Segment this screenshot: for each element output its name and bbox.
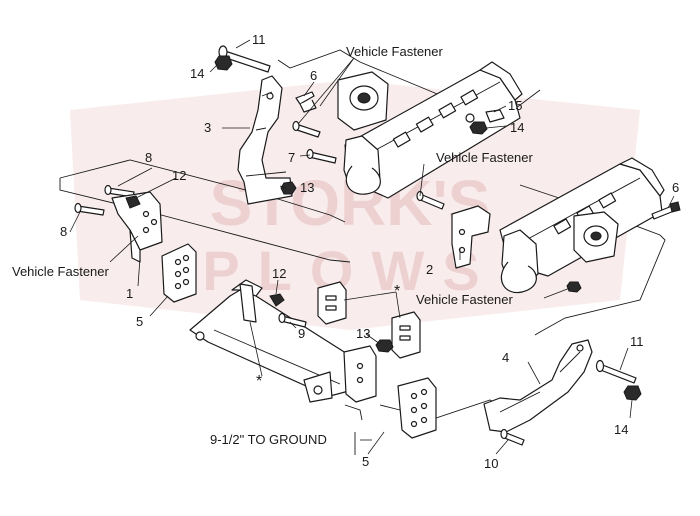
plate-5-left [161,243,197,303]
label-part-11-right: 11 [630,334,644,349]
bolt-8-lower [74,202,105,216]
label-part-14-right: 14 [614,422,628,437]
label-part-6-right: 6 [672,180,679,195]
leader-lines [69,39,675,455]
bolt-upper [292,120,321,138]
label-part-14-top: 14 [190,66,204,81]
label-vehicle-fastener-bottom: Vehicle Fastener [416,292,514,307]
asterisk-lower: * [256,373,262,390]
label-vehicle-fastener-top: Vehicle Fastener [346,44,444,59]
part-labels: 11 14 6 3 15 14 7 13 8 12 8 1 5 12 9 13 … [60,32,679,471]
label-part-11-top: 11 [252,32,266,47]
bracket-2 [451,205,491,269]
nut-right-rail [566,281,582,293]
push-frame-crossbar [189,279,377,403]
label-part-13-top: 13 [300,180,314,195]
label-part-12-left: 12 [172,168,186,183]
pin-6-top [295,91,317,113]
bracket-1 [111,191,163,263]
bolt-8-upper [104,184,135,198]
label-part-10: 10 [484,456,498,471]
label-vehicle-fastener-middle: Vehicle Fastener [436,150,534,165]
frame-rail-left [337,61,523,199]
bracket-4 [483,339,593,433]
watermark-shield [70,80,640,330]
plate-5-right [397,377,437,439]
label-part-7: 7 [288,150,295,165]
bolt-11-right [595,359,637,384]
nut-14-top [214,55,233,71]
bolt-11-top [218,45,271,73]
clamp-bracket-lower [391,311,421,359]
label-part-8-lower: 8 [60,224,67,239]
asterisk-upper: * [394,283,400,300]
nut-14-rail [469,121,488,135]
bolt-7 [306,148,337,164]
bolt-6-right [651,201,681,220]
label-part-14-rail: 14 [510,120,524,135]
callouts: Vehicle Fastener Vehicle Fastener Vehicl… [12,44,534,447]
label-part-5-right: 5 [362,454,369,469]
label-part-2: 2 [426,262,433,277]
frame-rail-right [499,157,665,294]
label-part-12-middle: 12 [272,266,286,281]
label-part-6-top: 6 [310,68,317,83]
label-vehicle-fastener-left: Vehicle Fastener [12,264,110,279]
bolt-9 [278,312,307,328]
washer-12-left [125,195,141,209]
nut-13-top [280,181,297,195]
nut-13-middle [375,339,394,353]
nut-14-right [623,385,642,401]
label-to-ground: 9-1/2" TO GROUND [210,432,327,447]
bolt-12-middle [269,293,285,307]
label-part-3: 3 [204,120,211,135]
label-part-13-middle: 13 [356,326,370,341]
label-part-9: 9 [298,326,305,341]
label-part-5-left: 5 [136,314,143,329]
bolt-10 [500,428,525,446]
label-part-4: 4 [502,350,509,365]
label-part-15: 15 [508,98,522,113]
label-part-8-upper: 8 [145,150,152,165]
clamp-bracket-upper [317,281,347,325]
nut-15 [485,109,505,123]
label-part-1: 1 [126,286,133,301]
